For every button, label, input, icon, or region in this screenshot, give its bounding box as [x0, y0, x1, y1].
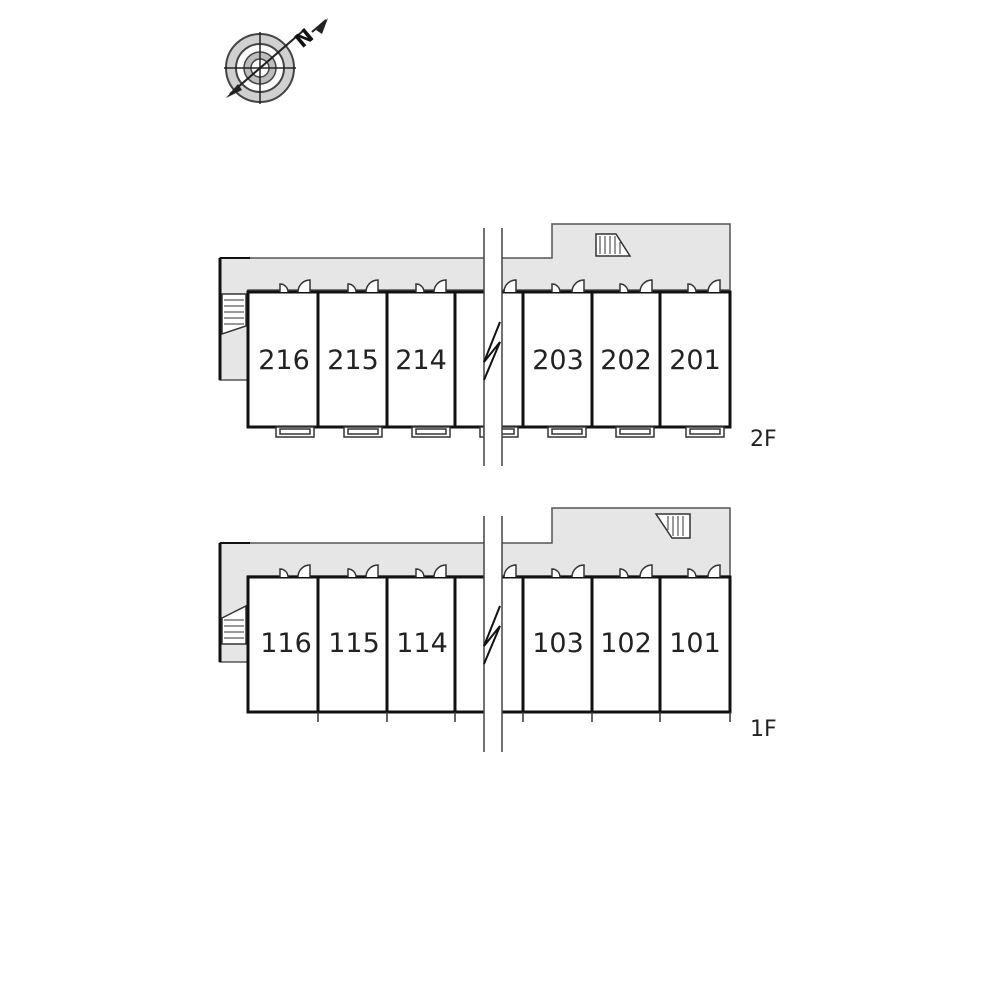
unit-102-label: 102: [600, 628, 652, 659]
unit-216-label: 216: [258, 345, 310, 376]
unit-203-label: 203: [532, 345, 584, 376]
staircase-icon: [595, 233, 632, 257]
compass-rose-icon: N: [224, 18, 328, 104]
unit-114-label: 114: [396, 628, 448, 659]
staircase-icon: [221, 293, 247, 336]
unit-214-label: 214: [395, 345, 447, 376]
doors-1f: [279, 564, 721, 578]
unit-215-label: 215: [327, 345, 379, 376]
floor-2f: 216 215 214 203 202 201 2F: [218, 223, 777, 466]
unit-116-label: 116: [260, 628, 312, 659]
floor-label-2f: 2F: [750, 427, 777, 452]
unit-101-label: 101: [669, 628, 721, 659]
floor-1f: 116 115 114 103 102 101 1F: [218, 507, 777, 752]
compass-north-label: N: [290, 23, 318, 52]
building-break-1f: [483, 516, 503, 752]
staircase-icon: [221, 604, 247, 645]
floor-label-1f: 1F: [750, 717, 777, 742]
unit-103-label: 103: [532, 628, 584, 659]
unit-201-label: 201: [669, 345, 721, 376]
staircase-icon: [654, 513, 691, 539]
unit-202-label: 202: [600, 345, 652, 376]
corridor-2f: [219, 223, 731, 381]
unit-115-label: 115: [328, 628, 380, 659]
doors-2f: [279, 279, 721, 293]
building-break-2f: [483, 228, 503, 466]
